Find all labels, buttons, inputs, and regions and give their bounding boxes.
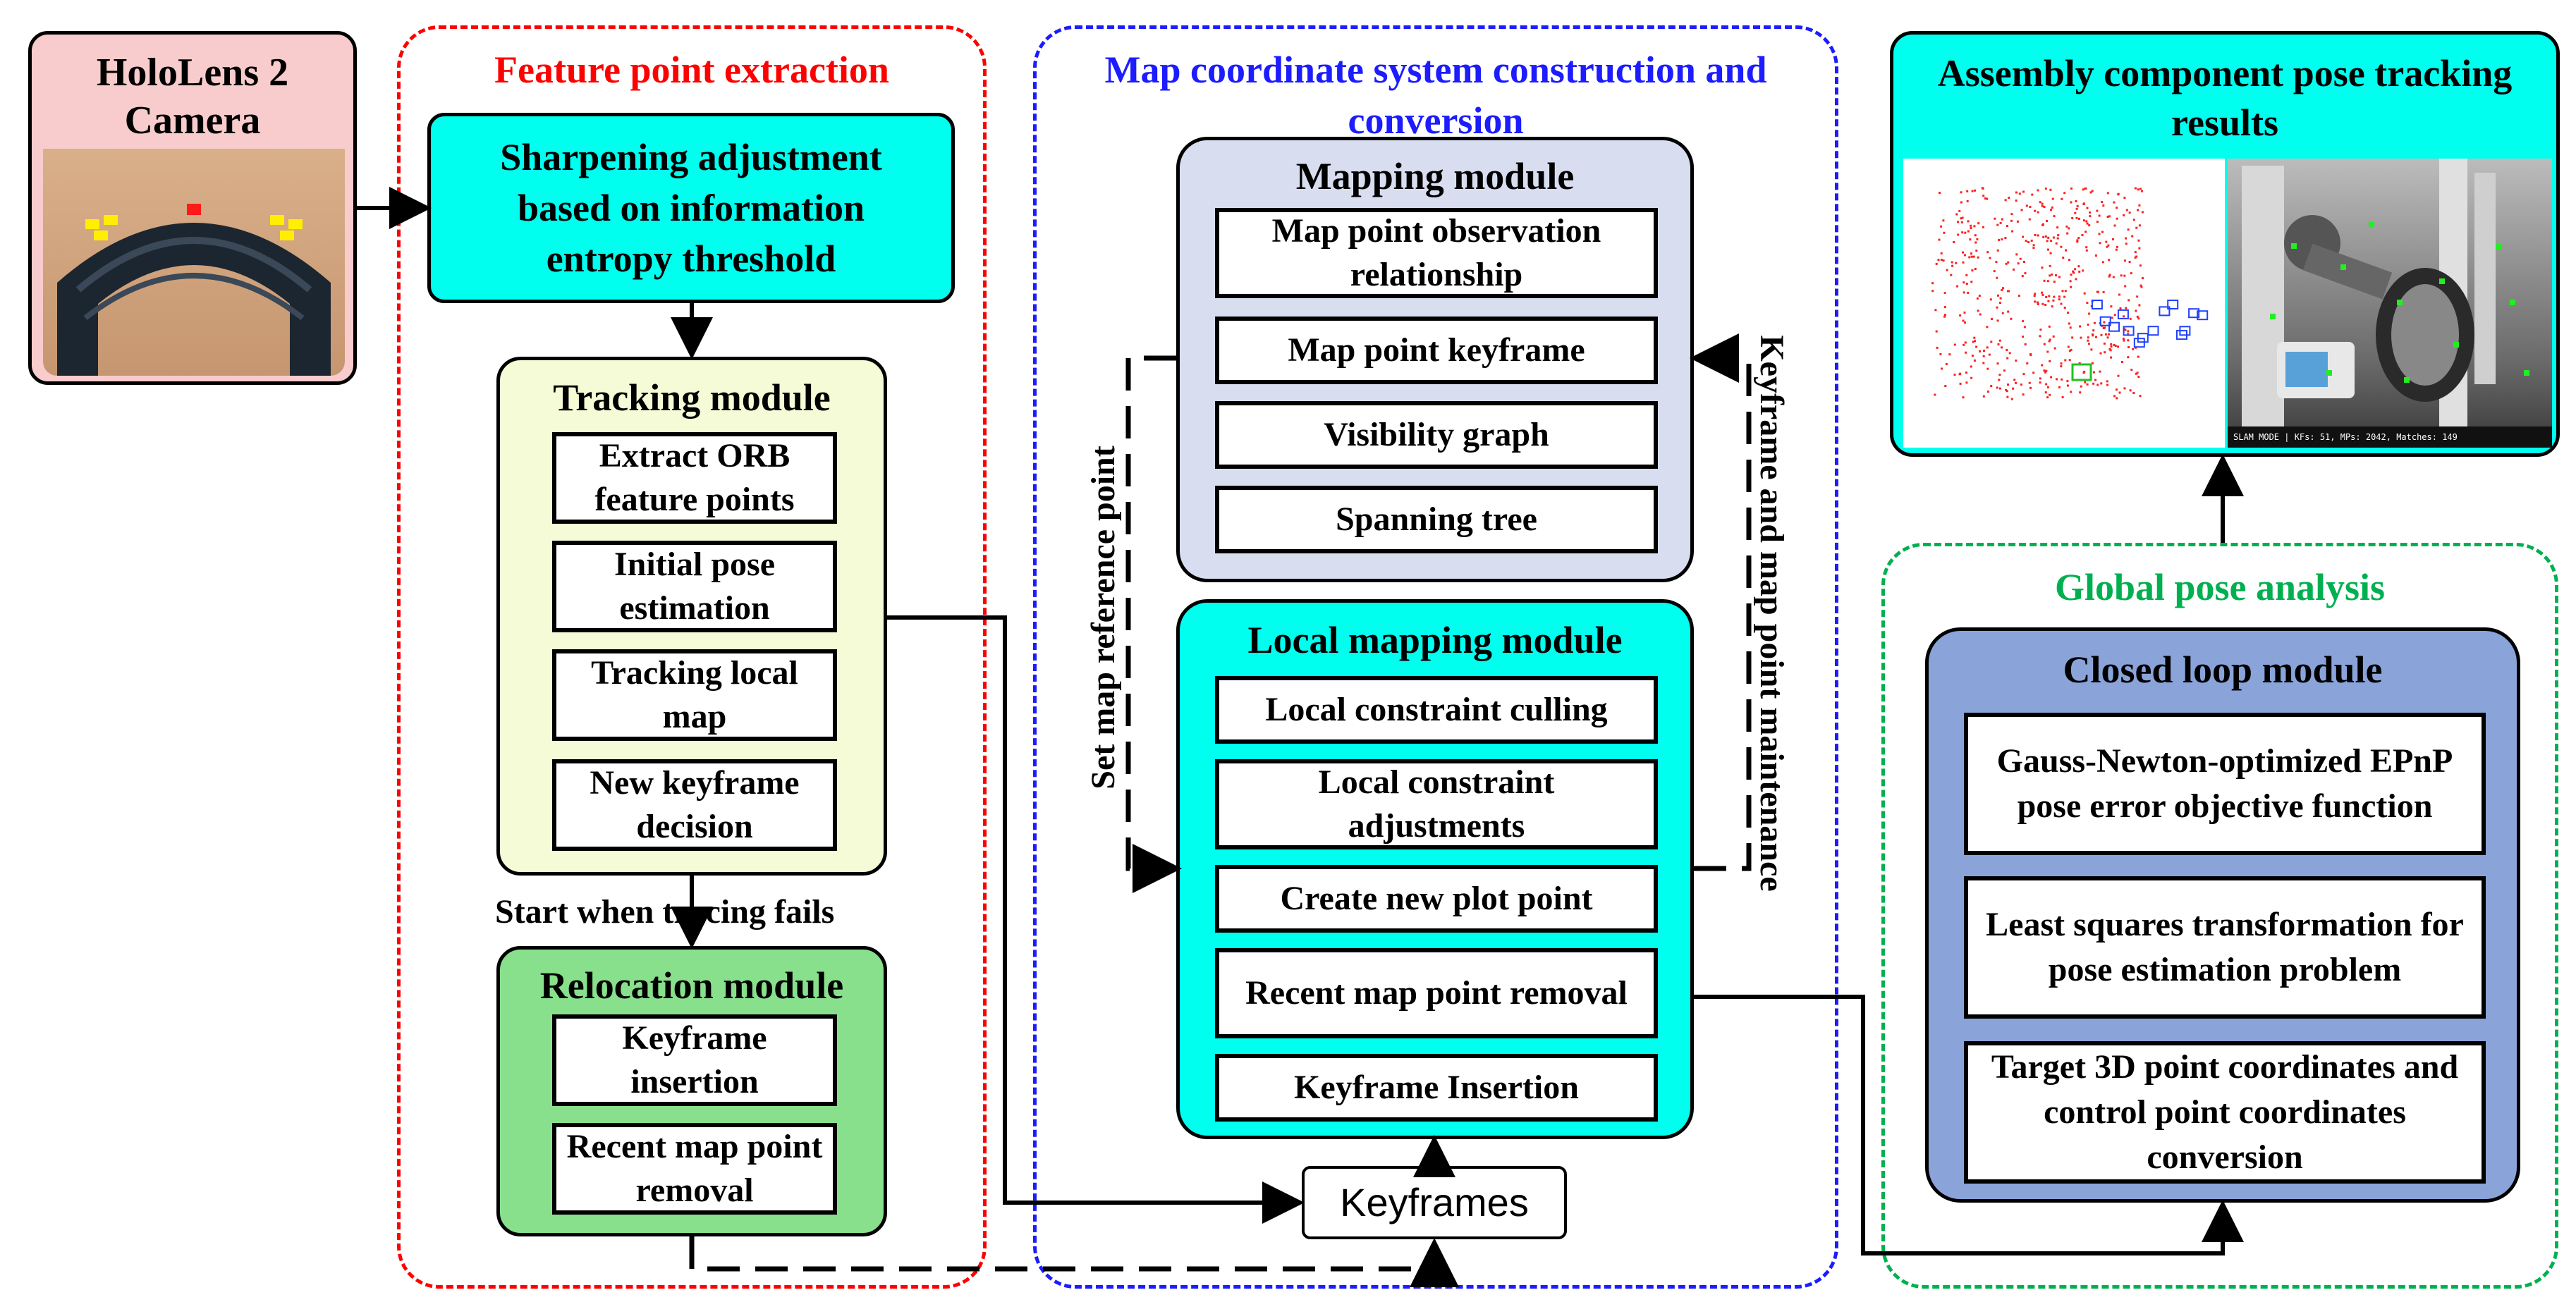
- tracking-module-title: Tracking module: [553, 376, 831, 419]
- relocation-module-title: Relocation module: [539, 964, 844, 1007]
- global-pose-region: Global pose analysis: [1881, 543, 2558, 1289]
- local-mapping-item: Create new plot point: [1215, 865, 1658, 933]
- closed-loop-module: Closed loop module Gauss-Newton-optimize…: [1925, 627, 2520, 1203]
- local-mapping-item: Recent map point removal: [1215, 948, 1658, 1038]
- hololens-photo: [43, 149, 345, 376]
- mapping-module: Mapping module Map point observation rel…: [1176, 137, 1694, 582]
- dashed-local-to-mapping: [1690, 333, 1752, 871]
- mapping-item: Map point keyframe: [1215, 317, 1658, 384]
- sharpening-box: Sharpening adjustment based on informati…: [427, 113, 955, 303]
- closed-loop-item: Gauss-Newton-optimized EPnP pose error o…: [1964, 713, 2486, 855]
- arrow-local-mapping-to-closed-loop: [1694, 995, 2244, 1255]
- start-when-fails-label: Start when tracing fails: [495, 893, 835, 931]
- relocation-item: Recent map point removal: [552, 1123, 837, 1215]
- results-panel: Assembly component pose tracking results: [1890, 31, 2560, 457]
- local-mapping-item: Local constraint adjustments: [1215, 759, 1658, 849]
- global-pose-title: Global pose analysis: [2054, 566, 2386, 608]
- local-mapping-module-title: Local mapping module: [1247, 619, 1623, 661]
- hololens-headband-icon: [57, 204, 331, 376]
- relocation-module: Relocation module Keyframe insertion Rec…: [496, 946, 887, 1236]
- mapping-item: Visibility graph: [1215, 401, 1658, 469]
- tracking-item: Tracking local map: [552, 649, 837, 741]
- camera-title: HoloLens 2 Camera: [96, 51, 289, 142]
- local-mapping-item: Local constraint culling: [1215, 676, 1658, 744]
- feature-extraction-region: Feature point extraction: [397, 25, 987, 1289]
- camera-panel: HoloLens 2 Camera: [28, 31, 357, 385]
- local-mapping-module: Local mapping module Local constraint cu…: [1176, 599, 1694, 1139]
- mapping-module-title: Mapping module: [1295, 155, 1575, 197]
- local-mapping-item: Keyframe Insertion: [1215, 1054, 1658, 1122]
- arrow-tracking-to-keyframes: [887, 615, 1305, 1224]
- mapping-item: Map point observation relationship: [1215, 208, 1658, 298]
- camera-frame-view: SLAM MODE | KFs: 51, MPs: 2042, Matches:…: [2228, 159, 2552, 448]
- closed-loop-module-title: Closed loop module: [2063, 649, 2383, 691]
- closed-loop-item: Target 3D point coordinates and control …: [1964, 1041, 2486, 1184]
- slam-status-bar: SLAM MODE | KFs: 51, MPs: 2042, Matches:…: [2233, 432, 2458, 442]
- closed-loop-item: Least squares transformation for pose es…: [1964, 876, 2486, 1019]
- robot-scene-icon: [2228, 159, 2552, 448]
- map-construction-title: Map coordinate system construction and c…: [1104, 49, 1767, 142]
- mapping-item: Spanning tree: [1215, 486, 1658, 553]
- tracking-item: Initial pose estimation: [552, 541, 837, 632]
- point-cloud-icon: [1931, 187, 2209, 400]
- point-cloud-view: [1903, 159, 2225, 448]
- tracking-item: New keyframe decision: [552, 759, 837, 851]
- dashed-mapping-to-local-mapping: [1125, 355, 1182, 893]
- results-title: Assembly component pose tracking results: [1937, 52, 2513, 144]
- relocation-item: Keyframe insertion: [552, 1014, 837, 1106]
- feature-extraction-title: Feature point extraction: [494, 49, 889, 91]
- dashed-relocation-to-keyframes: [689, 1236, 1459, 1287]
- tracking-item: Extract ORB feature points: [552, 432, 837, 524]
